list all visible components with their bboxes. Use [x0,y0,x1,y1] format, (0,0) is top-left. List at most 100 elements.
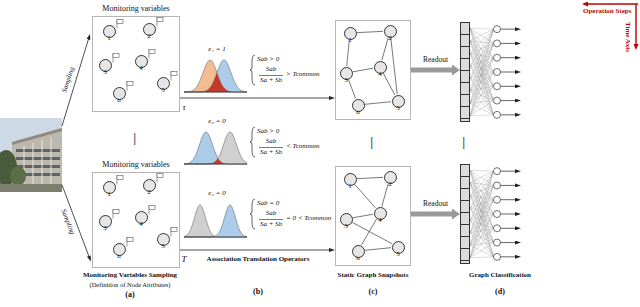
variable-node: 5 [157,233,170,246]
variable-node: 4 [374,61,387,74]
output-arrow [501,29,516,30]
condition: Sab > 0 [257,128,279,136]
network-link [470,195,494,242]
sampling-panel: Monitoring variables12345n [92,16,180,112]
node-number: 3 [344,222,348,230]
node-number: n [356,108,360,116]
readout-vector [460,22,470,122]
output-neuron [494,69,501,76]
network-link [470,86,494,115]
variable-node: n [352,245,365,258]
variable-node: 2 [384,171,397,184]
network-link [470,78,494,86]
flag [171,72,177,76]
output-neuron [494,54,501,61]
generated-figures [113,18,515,261]
brace [250,199,255,229]
node-number: 2 [147,188,151,196]
node-number: 3 [103,68,107,76]
denominator: Sa + Sb [260,221,282,229]
denominator: Sa + Sb [260,77,282,85]
edge-indicator: e₁ = 1 [208,46,225,54]
graph-edge [382,38,388,61]
node-number: 2 [147,32,151,40]
section-title: Graph Classification [469,272,531,280]
readout-arrow [411,212,452,217]
flag [157,174,163,178]
fraction-bar [259,147,283,148]
network-link [470,41,494,72]
graph-snapshot: 12345n [335,20,411,120]
node-number: 2 [388,180,392,188]
network-link [470,28,494,57]
graph-edge [383,73,394,95]
output-arrow [501,214,516,215]
variable-node: n [352,99,365,112]
section-title: Static Graph Snapshots [338,272,409,280]
variable-node: n [113,243,126,256]
network-link [470,228,494,245]
node-number: 1 [107,190,111,198]
panel-heading: Monitoring variables [93,161,179,170]
network-link [470,183,494,257]
network-link [470,28,494,30]
graph-edge [365,102,391,105]
output-neuron [494,239,501,246]
section-letter: (a) [125,291,134,300]
time-axis [635,4,636,44]
condition: Sab > 0 [257,56,279,64]
graph-edge [347,40,350,66]
distribution-curve [184,60,247,92]
baseline [184,164,247,165]
network-link [470,233,494,257]
network-link [470,114,494,116]
numerator: Sab [266,66,277,74]
readout-vector [460,164,470,264]
node-number: n [117,252,121,260]
edge-label: Readout [422,200,449,208]
network-link [470,28,494,100]
flag [149,206,155,210]
network-link [470,41,494,101]
network-link [470,183,494,229]
graph-edge [348,80,355,99]
network-link [470,53,494,86]
output-arrow [501,43,516,44]
node-number: n [356,254,360,262]
network-link [470,170,494,242]
distribution-curve [184,60,247,92]
network-link [470,171,494,258]
network-link [470,200,494,221]
output-arrow [501,199,516,200]
network-link [470,233,494,243]
output-neuron [494,26,501,33]
variable-node: 3 [99,59,112,72]
network-link [470,200,494,258]
node-number: 3 [103,224,107,232]
flow-arrow [180,250,329,251]
output-neuron [494,83,501,90]
section-letter: (d) [495,288,505,297]
variable-node: 1 [103,181,116,194]
node-number: 5 [396,104,400,112]
distribution-curve [184,205,247,237]
variable-node: 4 [135,55,148,68]
graph-edge [357,31,383,32]
flag [113,210,119,214]
network-link [470,170,494,199]
node-number: 1 [348,36,352,44]
network-link [470,103,494,115]
output-arrow [501,114,516,115]
network-link [470,220,494,257]
tree [10,166,26,186]
axis-label: Time Axis [623,22,631,52]
variable-node: 1 [344,27,357,40]
window-frames [24,137,51,184]
flag [117,176,123,180]
baseline [184,92,247,93]
time-index: T [181,255,186,265]
variable-node: 5 [392,241,405,254]
operation-axis [588,3,638,4]
output-arrow [501,171,516,172]
flow-arrow [180,98,329,99]
